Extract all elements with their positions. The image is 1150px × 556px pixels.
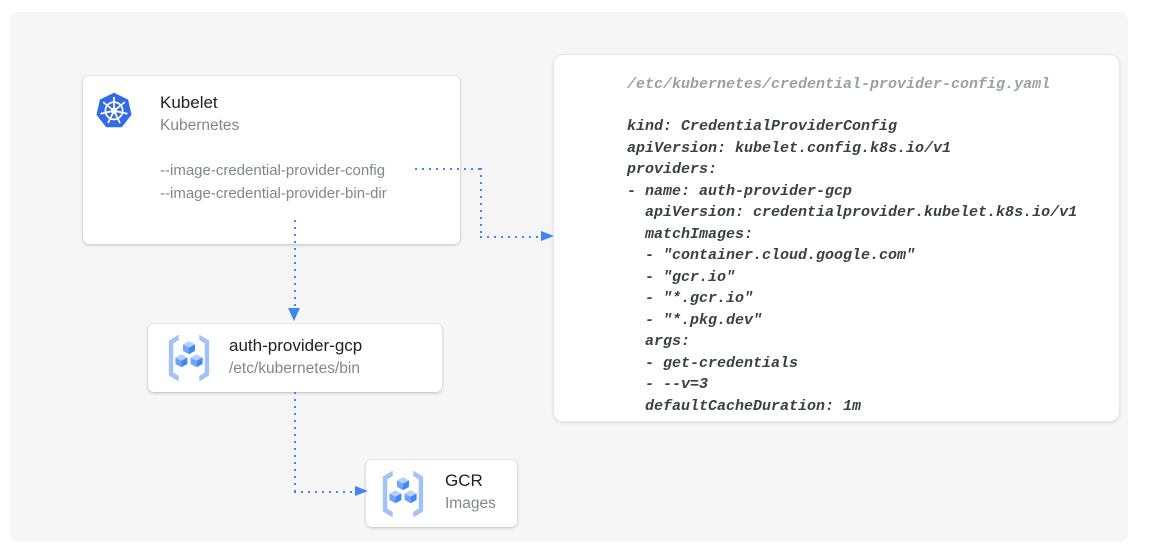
config-yaml-code: kind: CredentialProviderConfig apiVersio… [627, 118, 1078, 415]
connector-authprovider-gcr-v [294, 392, 296, 492]
auth-provider-gcp-path: /etc/kubernetes/bin [229, 360, 360, 377]
connector-kubelet-authprovider [294, 220, 296, 310]
kubelet-flags: --image-credential-provider-config --ima… [160, 160, 387, 205]
gcr-card: GCR Images [366, 460, 517, 527]
gcr-subtitle: Images [445, 495, 496, 512]
kubernetes-icon [96, 92, 132, 128]
gcr-title: GCR [445, 471, 483, 490]
config-filename: /etc/kubernetes/credential-provider-conf… [627, 76, 1051, 93]
arrowhead-right-icon [541, 231, 554, 241]
diagram-canvas: Kubelet Kubernetes --image-credential-pr… [10, 12, 1128, 542]
auth-provider-gcp-card: auth-provider-gcp /etc/kubernetes/bin [148, 324, 442, 392]
connector-config-flag-v [480, 168, 482, 238]
connector-authprovider-gcr-h [294, 491, 356, 493]
flag-image-credential-provider-config: --image-credential-provider-config [160, 162, 386, 179]
kubelet-card: Kubelet Kubernetes --image-credential-pr… [83, 76, 460, 244]
gcr-registry-icon [168, 334, 210, 382]
credential-provider-config-panel: /etc/kubernetes/credential-provider-conf… [553, 54, 1120, 422]
kubelet-subtitle: Kubernetes [160, 117, 240, 134]
auth-provider-gcp-title: auth-provider-gcp [229, 336, 363, 355]
flag-image-credential-provider-bin-dir: --image-credential-provider-bin-dir [160, 184, 387, 202]
arrowhead-right-icon [355, 486, 368, 496]
connector-config-flag-h2 [480, 236, 543, 238]
kubelet-title: Kubelet [160, 93, 218, 112]
connector-config-flag-h1 [415, 168, 482, 170]
gcr-registry-icon [382, 470, 424, 518]
arrowhead-down-icon [288, 308, 300, 321]
